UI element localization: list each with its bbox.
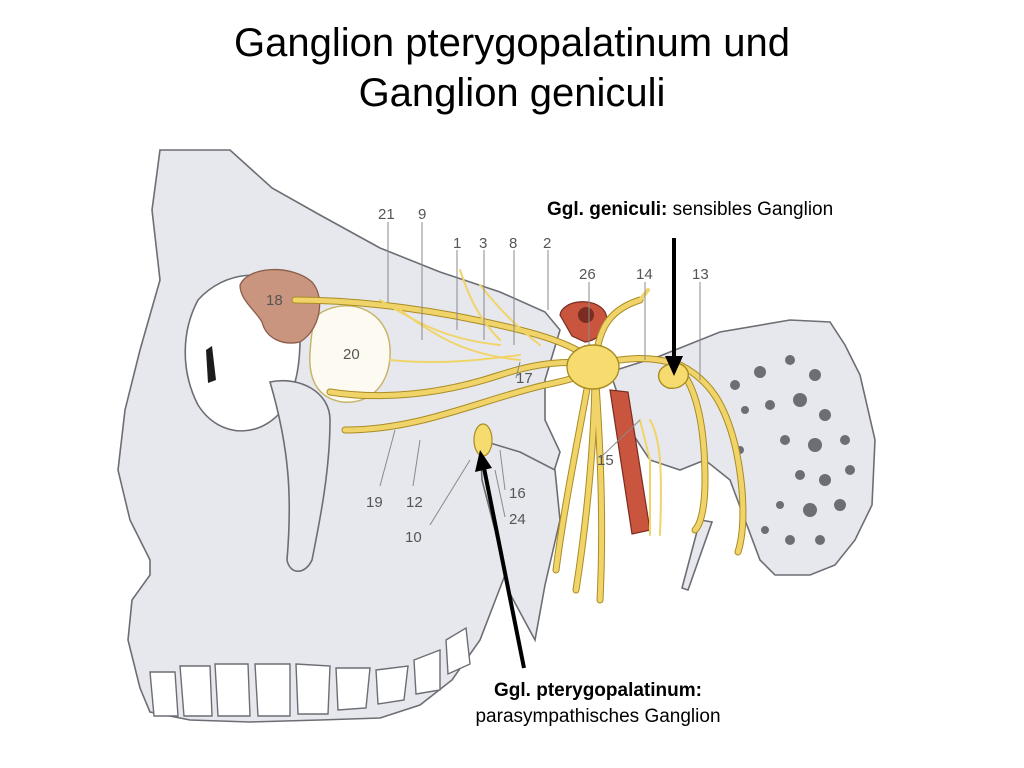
label-13: 13 (692, 266, 709, 283)
caption-ptery-desc: parasympathisches Ganglion (475, 706, 721, 727)
label-17: 17 (516, 370, 533, 387)
slide-title: Ganglion pterygopalatinum und Ganglion g… (0, 18, 1024, 118)
eyeball (309, 305, 391, 403)
title-line-1: Ganglion pterygopalatinum und (234, 21, 790, 65)
caption-geniculi-desc: sensibles Ganglion (672, 199, 834, 220)
label-9: 9 (418, 206, 426, 223)
caption-pterygopalatinum: Ggl. pterygopalatinum: parasympathisches… (398, 678, 798, 730)
leader-lines (379, 222, 701, 526)
caption-ptery-term: Ggl. pterygopalatinum: (494, 680, 702, 701)
label-15: 15 (597, 452, 614, 469)
label-16: 16 (509, 485, 526, 502)
skull-bone (117, 149, 876, 723)
arrow-pterygopalatinum (475, 450, 526, 669)
label-8: 8 (509, 235, 517, 252)
ganglion-17-node (473, 423, 493, 457)
title-line-2: Ganglion geniculi (358, 71, 666, 115)
orbit-foramen (206, 346, 216, 383)
arrow-geniculi (665, 238, 683, 376)
label-19: 19 (366, 494, 383, 511)
label-20: 20 (343, 346, 360, 363)
label-3: 3 (479, 235, 487, 252)
artery-lumen (578, 307, 594, 323)
label-21: 21 (378, 206, 395, 223)
zygomatic-arch (268, 380, 331, 573)
label-12: 12 (406, 494, 423, 511)
label-24: 24 (509, 511, 526, 528)
label-10: 10 (405, 529, 422, 546)
caption-geniculi-term: Ggl. geniculi: (547, 199, 668, 220)
lacrimal-gland (239, 268, 321, 344)
label-1: 1 (453, 235, 461, 252)
label-2: 2 (543, 235, 551, 252)
label-26: 26 (579, 266, 596, 283)
label-18: 18 (266, 292, 283, 309)
caption-geniculi: Ggl. geniculi: sensibles Ganglion (547, 199, 833, 221)
teeth (149, 626, 471, 717)
number-labels: 21 9 1 3 8 2 26 14 13 18 20 17 15 16 24 … (266, 206, 709, 546)
pterygopalatine-ganglion-node (566, 344, 620, 390)
label-14: 14 (636, 266, 653, 283)
